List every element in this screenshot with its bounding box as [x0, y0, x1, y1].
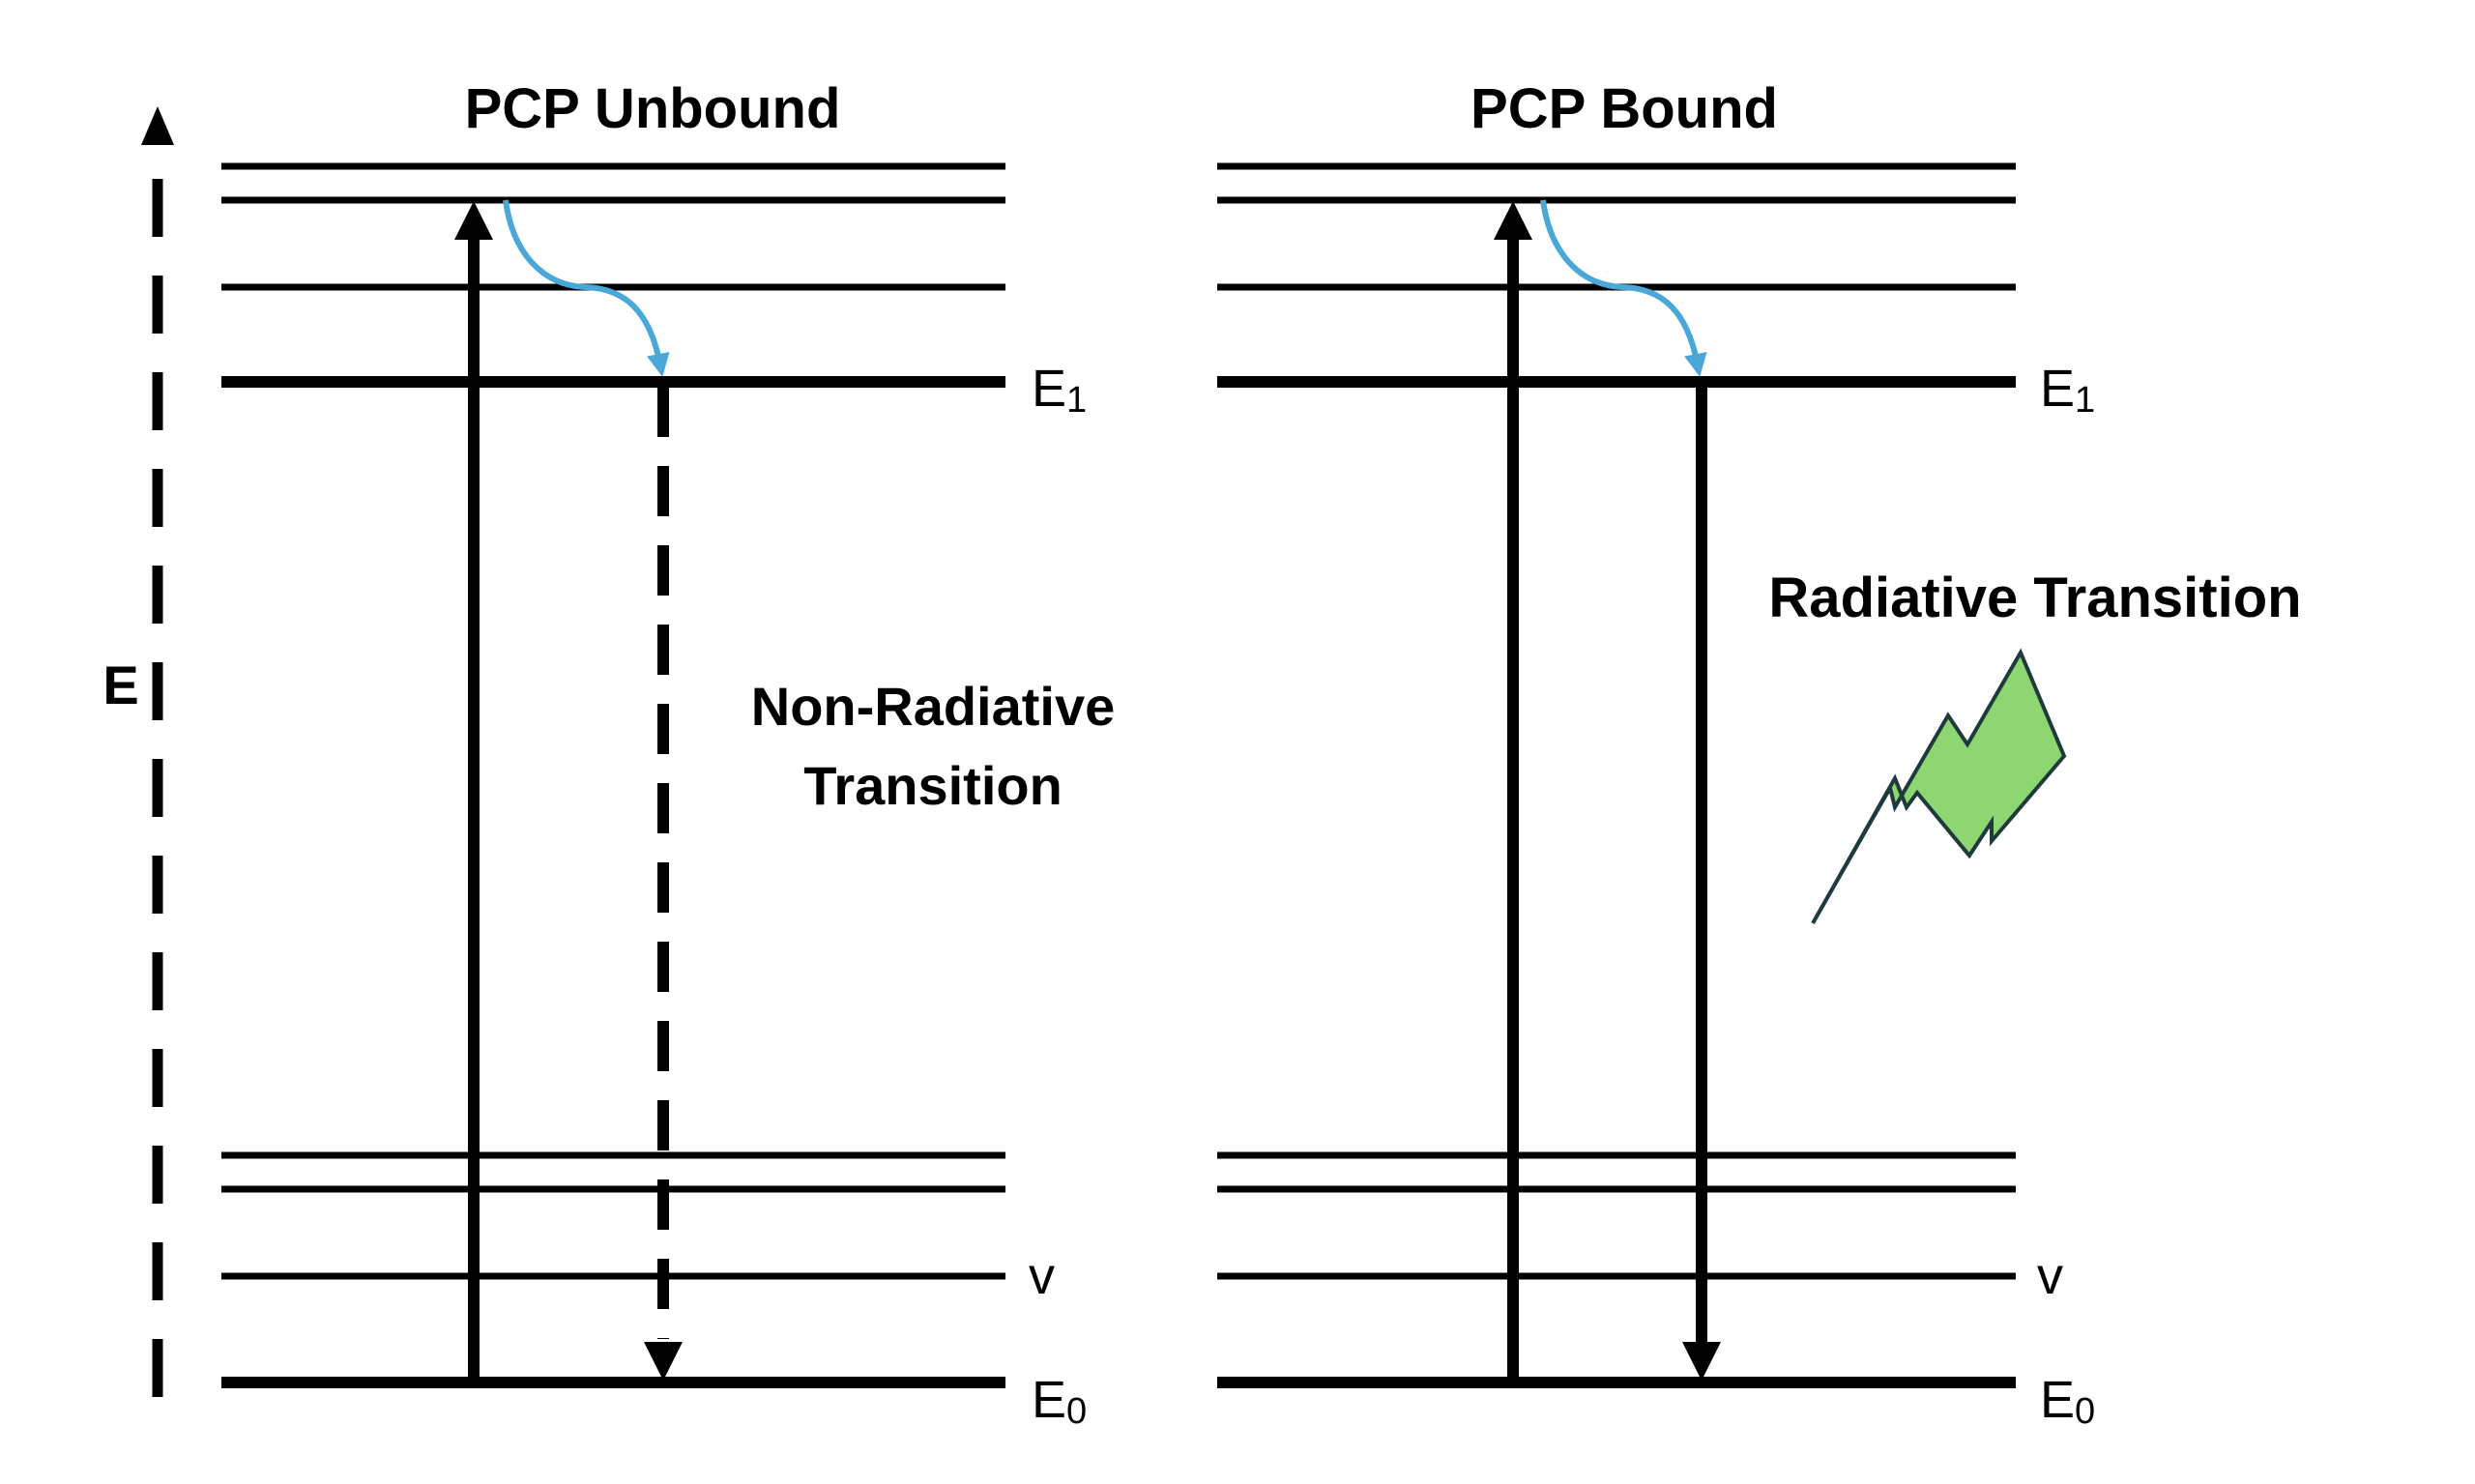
unbound-v-label: v: [1029, 1247, 1055, 1305]
nonradiative-label-line1: Non-Radiative: [751, 676, 1116, 737]
unbound-e1-label: E1: [1032, 360, 1087, 421]
bound-e0-label: E0: [2040, 1371, 2095, 1432]
unbound-vibrational-relaxation-arrow: [503, 199, 670, 377]
nonradiative-label-line2: Transition: [803, 755, 1063, 816]
energy-axis: E: [102, 106, 174, 1397]
panel-bound-title: PCP Bound: [1470, 77, 1778, 140]
unbound-absorption-arrowhead-icon: [454, 201, 493, 240]
bound-v-label: v: [2037, 1247, 2063, 1305]
lightning-bolt-icon: [1811, 648, 2067, 924]
unbound-nonradiative-arrowhead-icon: [644, 1342, 683, 1381]
panel-unbound-title: PCP Unbound: [465, 77, 841, 140]
bound-e1-label: E1: [2040, 360, 2095, 421]
energy-axis-arrowhead-icon: [141, 106, 174, 145]
unbound-e0-label: E0: [1032, 1371, 1087, 1432]
bound-absorption-arrowhead-icon: [1494, 201, 1532, 240]
radiative-label: Radiative Transition: [1768, 567, 2301, 629]
bound-vibrational-relaxation-arrow: [1540, 199, 1707, 377]
panel-bound: PCP Bound E1 v E0 Radiative Transition: [1217, 77, 2302, 1432]
panel-unbound: PCP Unbound E1 v E0 Non-Radiative Transi…: [221, 77, 1115, 1432]
energy-axis-label: E: [102, 655, 138, 715]
bound-radiative-arrowhead-icon: [1682, 1342, 1721, 1381]
